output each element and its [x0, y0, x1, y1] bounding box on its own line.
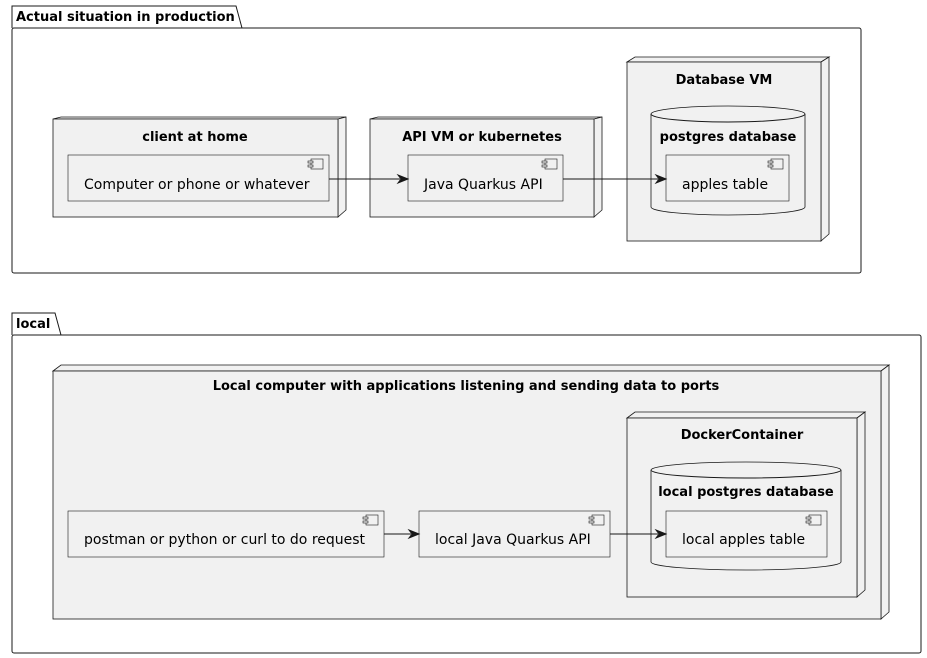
- arrow-postman-to-local-api: [384, 528, 421, 540]
- component-icon: [541, 158, 558, 170]
- component-local-apples-table: local apples table: [665, 510, 828, 558]
- package-production-label: Actual situation in production: [16, 10, 235, 25]
- package-production: Actual situation in production: [11, 5, 862, 274]
- node-database-vm-title: Database VM: [676, 73, 773, 88]
- node-local-computer-title: Local computer with applications listeni…: [213, 379, 720, 394]
- component-computer-phone-label: Computer or phone or whatever: [84, 177, 310, 193]
- package-local-label: local: [16, 317, 50, 332]
- database-postgres-title: postgres database: [660, 130, 797, 145]
- component-icon: [362, 514, 379, 526]
- arrow-api-to-apples: [563, 173, 668, 185]
- node-api-vm-title: API VM or kubernetes: [402, 130, 562, 145]
- component-java-quarkus-api-label: Java Quarkus API: [423, 177, 543, 193]
- component-apples-table: apples table: [665, 154, 790, 202]
- component-local-java-quarkus-api-label: local Java Quarkus API: [435, 532, 591, 548]
- component-local-java-quarkus-api: local Java Quarkus API: [418, 510, 611, 558]
- component-icon: [767, 158, 784, 170]
- component-local-apples-table-label: local apples table: [682, 532, 805, 548]
- component-apples-table-label: apples table: [682, 177, 768, 193]
- node-client-home-title: client at home: [142, 130, 248, 145]
- component-icon: [805, 514, 822, 526]
- component-java-quarkus-api: Java Quarkus API: [407, 154, 564, 202]
- node-docker-container-title: DockerContainer: [681, 428, 804, 443]
- component-computer-phone: Computer or phone or whatever: [67, 154, 330, 202]
- arrow-local-api-to-local-apples: [610, 528, 668, 540]
- component-postman-request-label: postman or python or curl to do request: [84, 532, 366, 548]
- arrow-computer-to-api: [329, 173, 410, 185]
- database-local-postgres-title: local postgres database: [658, 485, 834, 500]
- package-local: local: [11, 312, 922, 654]
- component-icon: [588, 514, 605, 526]
- component-postman-request: postman or python or curl to do request: [67, 510, 385, 558]
- component-icon: [307, 158, 324, 170]
